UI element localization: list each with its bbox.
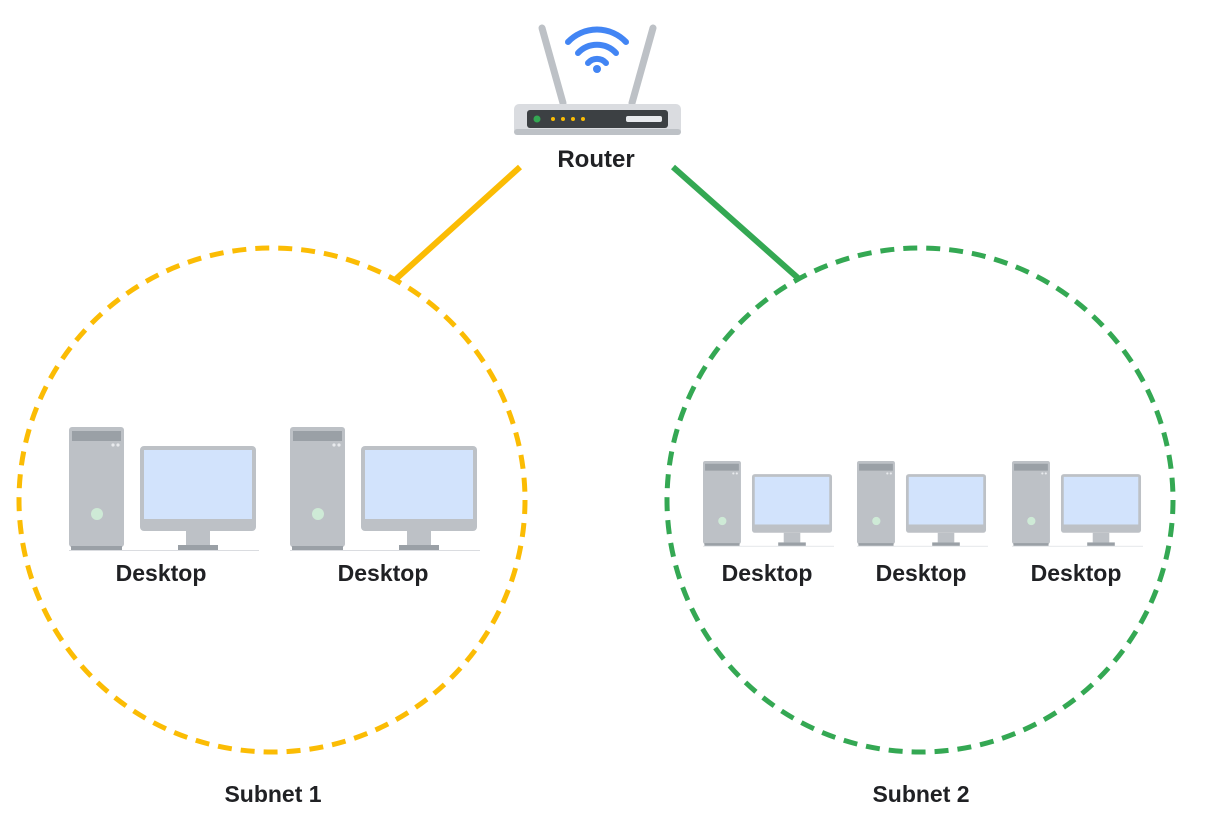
subnet-1-boundary: [16, 245, 528, 755]
wifi-icon: [565, 26, 629, 73]
subnet-2-label: Subnet 2: [872, 781, 970, 807]
desktop-label: Desktop: [115, 560, 207, 586]
desktop-icon: [290, 427, 480, 551]
wifi-router-icon: [514, 24, 681, 135]
desktop-icon: [703, 461, 835, 547]
desktop-label: Desktop: [337, 560, 429, 586]
subnet-1-link: [393, 164, 523, 282]
desktop-icon: [857, 461, 989, 547]
desktop-icon: [69, 427, 259, 551]
subnet-1-label: Subnet 1: [224, 781, 322, 807]
subnet-2-link: [671, 164, 800, 281]
desktop-label: Desktop: [1030, 560, 1122, 586]
subnet-2-boundary: [664, 245, 1176, 755]
desktop-label: Desktop: [721, 560, 813, 586]
desktop-icon: [1012, 461, 1144, 547]
desktop-label: Desktop: [875, 560, 967, 586]
router-label: Router: [557, 146, 635, 173]
